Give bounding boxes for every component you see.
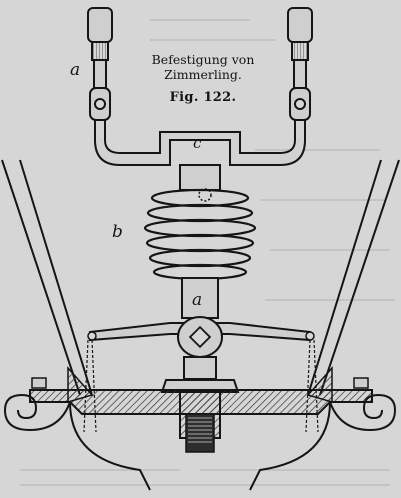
bleed-through-texture	[20, 19, 395, 486]
spring-pin	[198, 188, 212, 202]
yoke-stem	[179, 164, 221, 191]
right-wedge	[306, 366, 333, 403]
stem-a	[181, 277, 219, 319]
caption-line-2: Zimmerling.	[164, 67, 242, 82]
shaft-threads	[188, 417, 212, 443]
left-scroll	[3, 393, 151, 491]
beam-end-right	[305, 331, 315, 341]
figure-number: Fig. 122.	[169, 90, 237, 105]
threaded-shaft	[185, 413, 215, 453]
hub-diamond	[188, 325, 212, 349]
yoke-c	[94, 119, 306, 166]
lower-stem	[183, 356, 217, 380]
beam-end-left	[87, 331, 97, 341]
label-b-spring: b	[112, 222, 123, 242]
right-scroll	[249, 393, 397, 491]
label-a-fitting: a	[70, 60, 81, 80]
base-bolts	[31, 377, 369, 389]
left-stave	[1, 159, 93, 396]
caption-line-1: Befestigung von	[151, 52, 255, 67]
right-top-fitting	[287, 7, 313, 121]
left-wedge	[67, 366, 94, 403]
spring-b	[143, 188, 257, 281]
label-a-bolt: a	[192, 290, 203, 310]
label-c-yoke: c	[193, 134, 202, 152]
left-top-fitting	[87, 7, 113, 121]
right-stave	[307, 159, 400, 396]
